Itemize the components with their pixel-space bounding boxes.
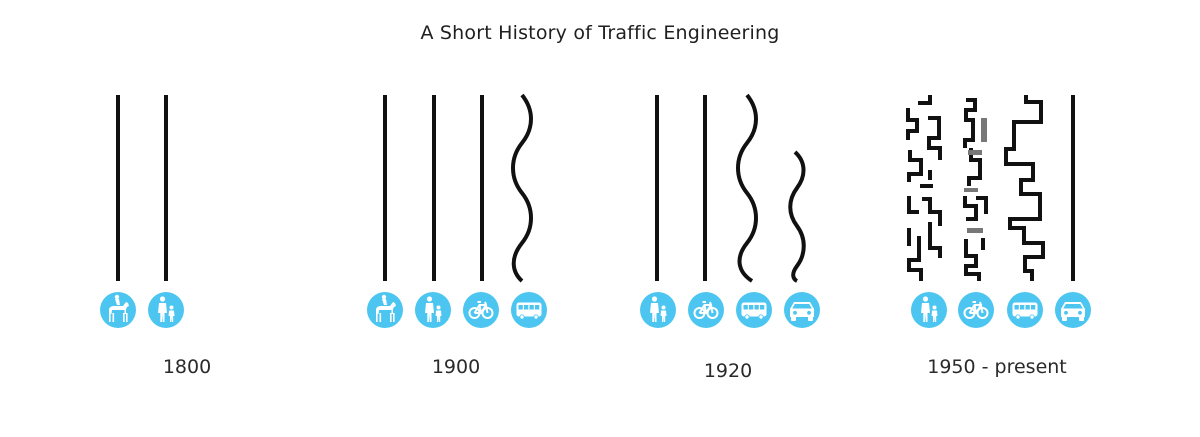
route-car-wavy (788, 150, 806, 283)
bicycle-icon (958, 292, 994, 328)
bus-icon (511, 292, 547, 328)
pedestrians-icon (911, 292, 947, 328)
era-label-1800: 1800 (162, 356, 212, 378)
pedestrians-icon (148, 292, 184, 328)
route-bus-wavy (511, 93, 533, 283)
era-label-1950-present: 1950 - present (927, 356, 1067, 378)
car-icon (1055, 292, 1091, 328)
route-bus-maze (1004, 95, 1045, 281)
horse-rider-icon (367, 292, 403, 328)
era-label-1920: 1920 (703, 360, 753, 382)
bicycle-icon (688, 292, 724, 328)
horse-rider-icon (100, 292, 136, 328)
era-1900 (383, 93, 533, 283)
bus-icon (1007, 292, 1043, 328)
era-1800 (116, 95, 168, 281)
car-icon (784, 292, 820, 328)
route-bus-wavy (736, 93, 758, 283)
era-label-1900: 1900 (431, 356, 481, 378)
era-1950-present (906, 95, 1075, 281)
route-pedestrians-maze (906, 95, 942, 281)
bus-icon (736, 292, 772, 328)
diagram-title: A Short History of Traffic Engineering (420, 22, 780, 44)
bicycle-icon (463, 292, 499, 328)
pedestrians-icon (415, 292, 451, 328)
pedestrians-icon (640, 292, 676, 328)
route-bicycle-maze (963, 98, 988, 281)
era-1920 (655, 93, 806, 283)
